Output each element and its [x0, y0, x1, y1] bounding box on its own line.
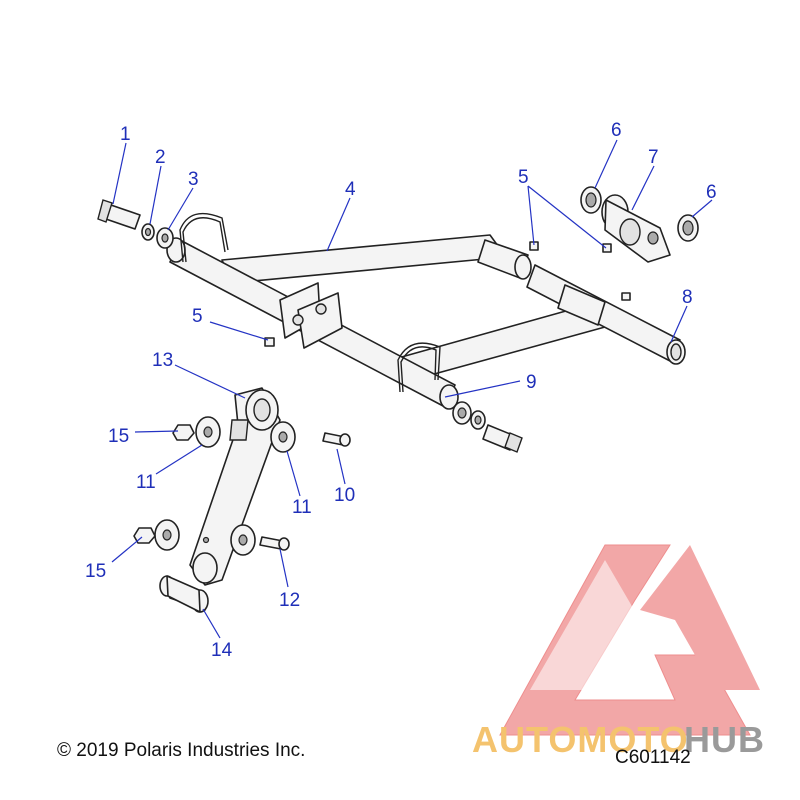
washer-small-left: [141, 223, 155, 241]
grease-fitting-rear: [621, 292, 631, 301]
pivot-cam-bushing: [601, 194, 671, 263]
callout-labels: 1 2 3 4 5 5 6 6 7 8 9 10 11 11 12 13 14 …: [85, 120, 717, 661]
grease-fitting-right: [602, 243, 612, 253]
callout-14: 14: [211, 640, 233, 661]
callout-7: 7: [648, 147, 659, 168]
washer-front-1: [452, 401, 472, 425]
watermark-logo: [499, 544, 760, 736]
callout-15-lower: 15: [85, 561, 106, 582]
callout-9: 9: [526, 372, 537, 393]
spacer-upper-left: [195, 416, 221, 448]
bushing-sleeve: [159, 575, 209, 613]
callout-15-upper: 15: [108, 426, 129, 447]
callout-3: 3: [188, 169, 199, 190]
bolt-lower: [259, 536, 290, 551]
watermark-brand-part2: HUB: [684, 719, 765, 760]
callout-8: 8: [682, 287, 693, 308]
washer-rear-right: [677, 214, 699, 242]
callout-11-right: 11: [292, 497, 312, 518]
callout-6-right: 6: [706, 182, 717, 203]
watermark-brand-part1: AUTOMOTO: [472, 719, 689, 760]
callout-6-left: 6: [611, 120, 622, 141]
copyright-text: © 2019 Polaris Industries Inc.: [57, 740, 305, 761]
callout-1: 1: [120, 124, 131, 145]
pivot-bolt-left: [97, 199, 141, 230]
spacer-lower-right: [230, 524, 256, 556]
callout-12: 12: [279, 590, 300, 611]
callout-2: 2: [155, 147, 166, 168]
callout-5-top: 5: [518, 167, 529, 188]
shock-link: [189, 387, 281, 586]
leader-lines: [111, 139, 713, 639]
callout-4: 4: [345, 179, 356, 200]
washer-large-left: [156, 227, 174, 249]
callout-13: 13: [152, 350, 173, 371]
bolt-upper: [322, 432, 351, 447]
callout-5-bottom: 5: [192, 306, 203, 327]
washer-rear-left: [580, 186, 602, 214]
washer-front-2: [470, 410, 486, 430]
grease-fitting-bottom: [264, 337, 275, 347]
callout-10: 10: [334, 485, 355, 506]
figure-code: C601142: [615, 747, 691, 768]
spacer-lower-left: [154, 519, 180, 551]
pivot-bolt-right: [482, 424, 523, 453]
spacer-upper-right: [270, 421, 296, 453]
callout-11-left: 11: [136, 472, 156, 493]
a-arm-assembly: [166, 212, 686, 410]
nut-upper: [172, 424, 195, 441]
watermark-text: AUTOMOTO HUB: [472, 719, 765, 760]
